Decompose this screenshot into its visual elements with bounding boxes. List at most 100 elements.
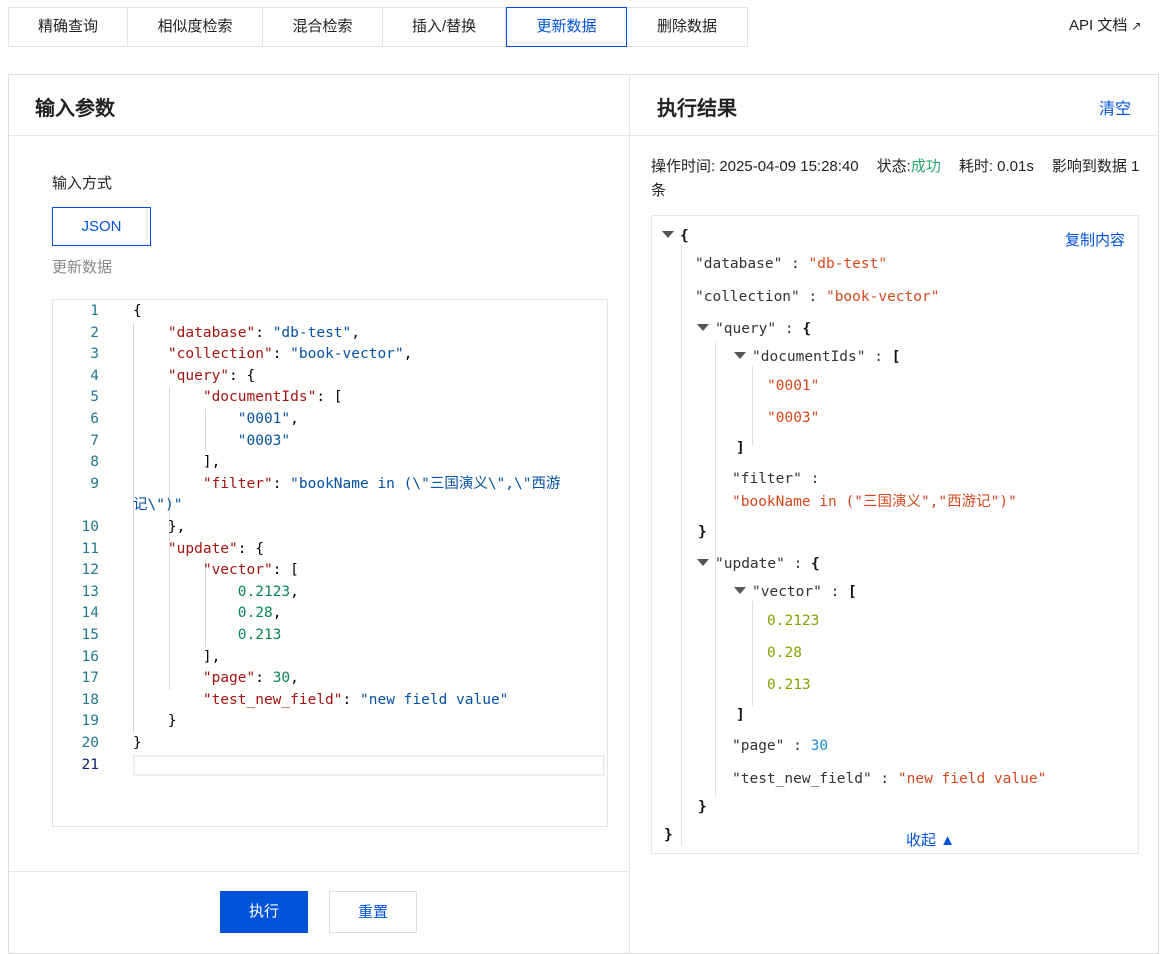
status: 状态:成功 [876, 158, 941, 175]
code-token: : [272, 475, 291, 492]
tree-guide [752, 366, 753, 446]
tab-exact-query[interactable]: 精确查询 [9, 8, 128, 46]
code-token: 30 [272, 670, 291, 687]
tab-insert-replace[interactable]: 插入/替换 [383, 8, 506, 46]
copy-content-button[interactable]: 复制内容 [1064, 232, 1125, 249]
line-number: 13 [81, 583, 99, 600]
clear-button[interactable]: 清空 [1098, 101, 1131, 118]
code-text: }, [133, 517, 185, 539]
editor-line: 15 0.213 [53, 625, 607, 647]
code-token: ], [133, 648, 221, 665]
tree-row: ] [736, 438, 745, 458]
collapse-button[interactable]: 收起 ▲ [906, 832, 956, 849]
line-number: 20 [81, 735, 99, 751]
editor-line: 3 "collection": "book-vector", [53, 344, 607, 366]
tree-token: "book-vector" [825, 289, 940, 305]
input-panel-title: 输入参数 [9, 75, 629, 136]
api-doc-link[interactable]: API 文档↗ [1069, 14, 1141, 35]
line-number: 2 [90, 324, 99, 341]
tree-row: } [664, 825, 673, 845]
line-number: 9 [90, 475, 99, 492]
tree-token: : [784, 738, 811, 754]
tree-token: [ [891, 349, 901, 365]
editor-line: 11 "update": { [53, 539, 607, 561]
tree-token: "update" [715, 556, 785, 572]
code-token: : [272, 346, 291, 363]
editor-line: 6 "0001", [53, 409, 607, 431]
tree-row: "0001" [767, 376, 819, 396]
tree-row: 0.213 [767, 675, 811, 695]
code-token: : [342, 691, 360, 708]
tree-row: } [698, 522, 707, 542]
code-token: "update" [167, 540, 238, 557]
indent-guide [169, 387, 170, 690]
line-number: 14 [81, 605, 99, 622]
editor-line: 14 0.28, [53, 603, 607, 625]
tab-bar: 精确查询 相似度检索 混合检索 插入/替换 更新数据 删除数据 [8, 7, 748, 47]
code-token: }, [133, 519, 186, 535]
collapse-triangle-icon[interactable] [734, 587, 746, 594]
code-text: "database": "db-test", [133, 323, 360, 345]
indent-guide [205, 560, 206, 647]
tree-guide [715, 341, 716, 631]
tree-token: "0003" [767, 410, 820, 426]
tree-row: "page" : 30 [732, 736, 828, 756]
run-button[interactable]: 执行 [220, 891, 308, 933]
tree-token: : [782, 256, 809, 272]
collapse-triangle-icon[interactable] [697, 559, 709, 566]
line-number: 3 [90, 346, 99, 363]
tree-token: } [698, 524, 707, 540]
cost: 耗时: 0.01s [958, 158, 1034, 175]
code-text: "query": { [133, 366, 255, 388]
tree-token: "new field value" [897, 771, 1047, 787]
code-text: ], [133, 452, 220, 474]
reset-button[interactable]: 重置 [329, 891, 417, 933]
code-text: 记\")" [133, 495, 182, 517]
collapse-triangle-icon[interactable] [697, 324, 709, 331]
tree-token: 30 [810, 738, 829, 754]
code-token: : [255, 324, 273, 341]
json-editor[interactable]: 1{2 "database": "db-test",3 "collection"… [52, 299, 608, 827]
code-token: 0.213 [237, 627, 282, 643]
tree-row: 0.2123 [767, 611, 819, 631]
tree-token: : [865, 349, 892, 365]
code-text: } [133, 711, 177, 733]
code-text: "0001", [133, 409, 299, 431]
editor-line: 20} [53, 733, 607, 755]
tab-update-data[interactable]: 更新数据 [506, 7, 627, 47]
tree-token: : [871, 771, 898, 787]
code-token: "documentIds" [202, 389, 317, 406]
op-time: 操作时间: 2025-04-09 15:28:40 [651, 158, 859, 175]
tree-row: "test_new_field" : "new field value" [732, 769, 1046, 789]
tree-token: 0.2123 [767, 613, 820, 629]
tree-token: "documentIds" [752, 349, 866, 365]
code-text: "filter": "bookName in (\"三国演义\",\"西游 [133, 474, 561, 496]
line-number: 18 [81, 691, 99, 708]
code-token: "bookName in (\"三国演义\",\"西游 [290, 475, 561, 492]
collapse-triangle-icon[interactable] [662, 231, 674, 238]
editor-line: 9 "filter": "bookName in (\"三国演义\",\"西游 [53, 474, 607, 496]
code-token: , [351, 324, 361, 341]
tree-row: "filter" : [732, 469, 819, 489]
code-token [133, 692, 203, 708]
tree-token: : [776, 321, 803, 337]
code-token: 0.2123 [237, 583, 291, 600]
tab-similarity-search[interactable]: 相似度检索 [128, 8, 263, 46]
collapse-triangle-icon[interactable] [734, 352, 746, 359]
line-number: 15 [81, 627, 99, 643]
code-token: "collection" [167, 346, 273, 363]
code-token [133, 562, 203, 578]
code-token [133, 541, 168, 557]
external-link-icon: ↗ [1131, 19, 1142, 33]
code-text: 0.28, [133, 603, 282, 625]
line-number: 1 [90, 303, 99, 319]
api-doc-label: API 文档 [1069, 17, 1128, 34]
code-token: "db-test" [272, 324, 352, 341]
tree-row: "update" : { [697, 554, 820, 574]
tab-delete-data[interactable]: 删除数据 [656, 18, 717, 35]
code-text: "test_new_field": "new field value" [133, 690, 509, 712]
tree-row: "documentIds" : [ [734, 347, 900, 367]
tab-hybrid-search[interactable]: 混合检索 [263, 8, 383, 46]
json-mode-button[interactable]: JSON [52, 207, 151, 246]
json-result-tree: 复制内容 收起 ▲ {"database" : "db-test""collec… [651, 215, 1139, 854]
